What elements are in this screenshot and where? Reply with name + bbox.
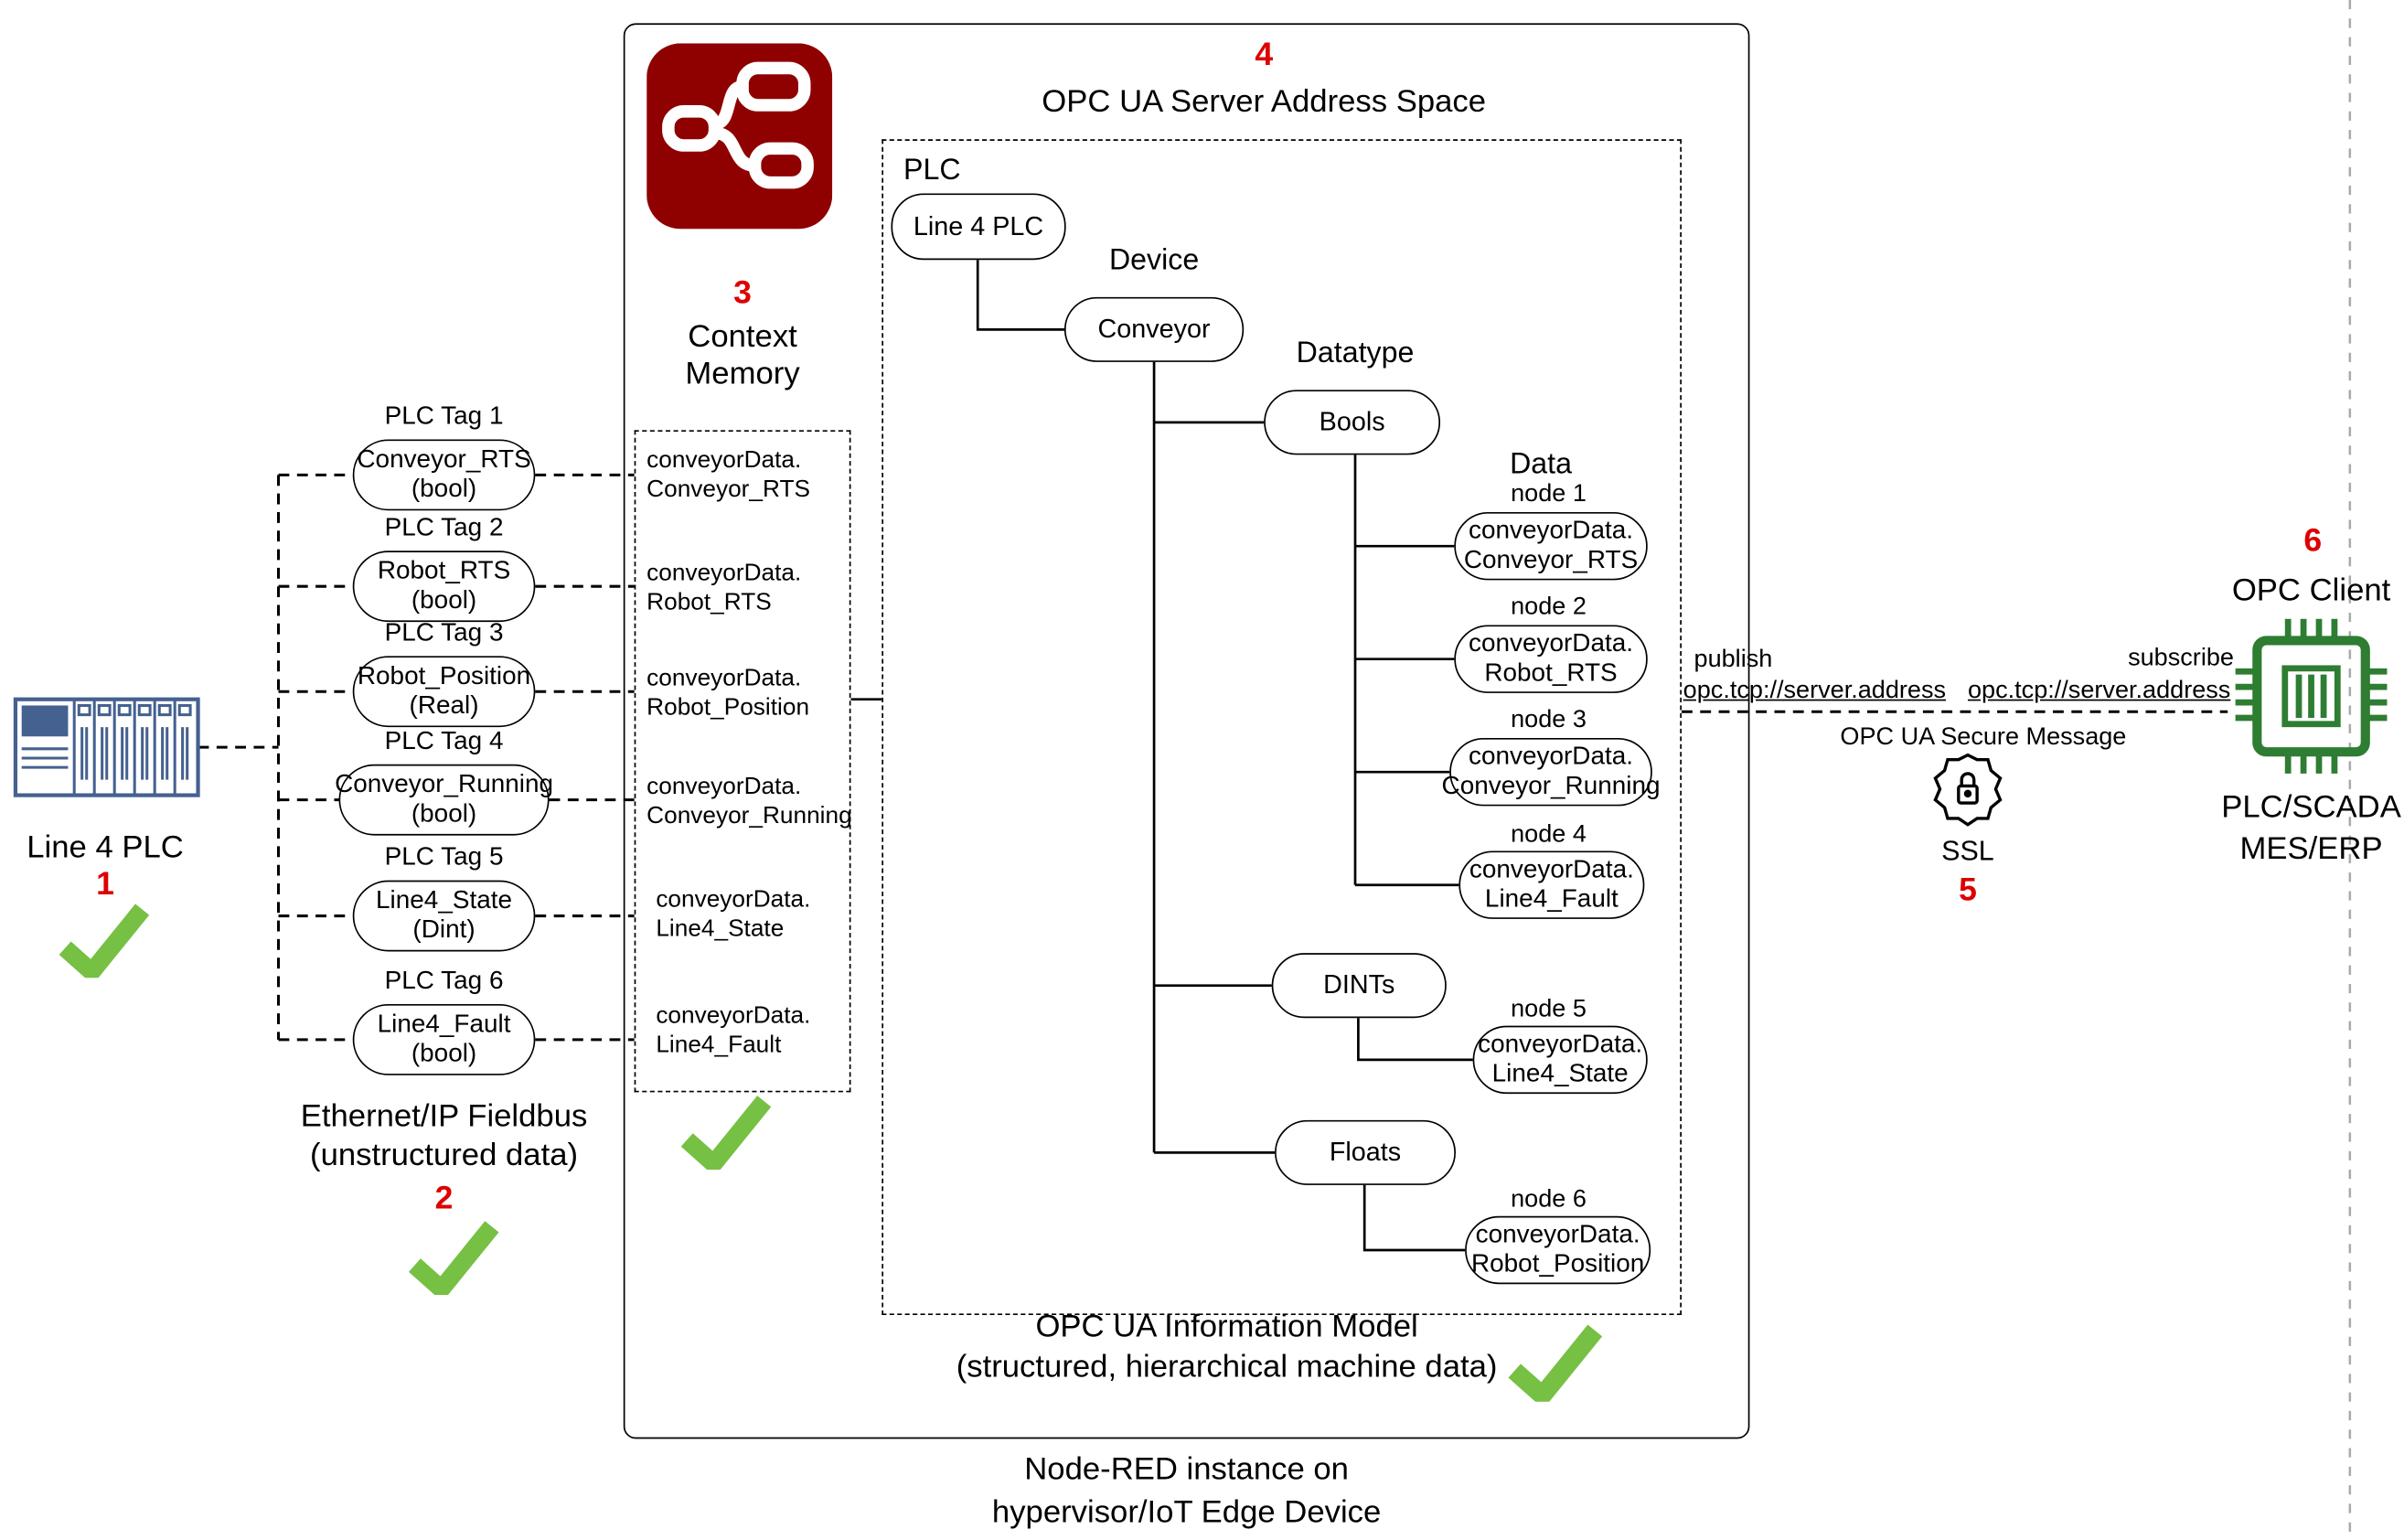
tag-type: (Real) — [409, 691, 479, 720]
publish-label: publish — [1693, 647, 1773, 673]
tag-type: (bool) — [411, 799, 477, 829]
ssl-badge-lock-icon — [1930, 752, 2004, 829]
context-item: conveyorData.Conveyor_RTS — [646, 446, 810, 503]
node-id-label: node 5 — [1511, 996, 1587, 1023]
plc-tag-node: Robot_Position (Real) — [352, 656, 536, 728]
tag-name: Conveyor_Running — [335, 770, 554, 798]
opc-client-title: OPC Client — [2231, 572, 2391, 608]
level-label-data: Data — [1510, 448, 1572, 482]
level-label-plc: PLC — [903, 155, 961, 187]
node-red-caption-line1: Node-RED instance on — [1024, 1450, 1349, 1487]
checkmark-icon — [678, 1096, 774, 1171]
plc-tag-title: PLC Tag 5 — [384, 843, 504, 872]
address-space-box — [881, 139, 1682, 1316]
plc-tag-node: Line4_State (Dint) — [352, 880, 536, 952]
subscribe-label: subscribe — [2128, 645, 2234, 672]
data-node: conveyorData.Conveyor_Running — [1442, 737, 1661, 807]
plc-tag-title: PLC Tag 3 — [384, 618, 504, 647]
tag-name: Line4_Fault — [377, 1010, 511, 1038]
tag-name: Conveyor_RTS — [357, 445, 531, 474]
context-memory-title-line1: Context — [688, 318, 797, 355]
tree-node-plc: Line 4 PLC — [891, 193, 1066, 261]
tag-type: (Dint) — [412, 915, 475, 944]
node-id-label: node 6 — [1511, 1186, 1587, 1214]
level-label-device: Device — [1108, 244, 1200, 277]
subscribe-url: opc.tcp://server.address — [1967, 678, 2231, 704]
context-memory-title-line2: Memory — [685, 356, 800, 392]
checkmark-icon — [56, 904, 152, 979]
info-model-caption-line2: (structured, hierarchical machine data) — [956, 1349, 1498, 1385]
node-red-logo-icon — [646, 43, 833, 230]
tag-type: (bool) — [411, 475, 477, 503]
info-model-caption-line1: OPC UA Information Model — [1035, 1309, 1418, 1345]
step-number-1: 1 — [96, 866, 114, 903]
context-item: conveyorData.Robot_Position — [646, 665, 810, 722]
node-red-instance-box — [623, 23, 1750, 1439]
step-number-2: 2 — [434, 1180, 454, 1216]
data-node: conveyorData.Robot_RTS — [1454, 625, 1648, 693]
node-red-caption-line2: hypervisor/IoT Edge Device — [991, 1494, 1382, 1531]
publish-url: opc.tcp://server.address — [1683, 678, 1947, 704]
ssl-label: SSL — [1941, 835, 1994, 867]
secure-message-label: OPC UA Secure Message — [1840, 723, 2127, 751]
plc-tag-node: Robot_RTS (bool) — [352, 551, 536, 623]
plc-tag-title: PLC Tag 6 — [384, 967, 504, 995]
plc-label: Line 4 PLC — [27, 829, 184, 865]
plc-tag-node: Conveyor_Running (bool) — [335, 764, 553, 836]
fieldbus-caption-line2: (unstructured data) — [310, 1137, 579, 1173]
plc-tag-node: Conveyor_RTS (bool) — [352, 439, 536, 511]
checkmark-icon — [1505, 1324, 1604, 1402]
tag-name: Robot_Position — [357, 661, 531, 690]
node-id-label: node 2 — [1511, 594, 1587, 621]
plc-tag-title: PLC Tag 1 — [384, 401, 504, 431]
context-memory-box: conveyorData.Conveyor_RTS conveyorData.R… — [634, 430, 852, 1093]
checkmark-icon — [405, 1221, 501, 1296]
context-item: conveyorData.Line4_Fault — [656, 1002, 811, 1059]
data-node: conveyorData.Line4_State — [1472, 1025, 1648, 1095]
tree-node-floats: Floats — [1275, 1119, 1456, 1185]
tree-node-dints: DINTs — [1271, 953, 1447, 1019]
context-item: conveyorData.Line4_State — [656, 886, 811, 943]
tree-node-conveyor: Conveyor — [1063, 296, 1245, 362]
fieldbus-caption-line1: Ethernet/IP Fieldbus — [300, 1098, 588, 1135]
plc-tag-node: Line4_Fault (bool) — [352, 1003, 536, 1075]
context-item: conveyorData.Robot_RTS — [646, 560, 802, 616]
step-number-6: 6 — [2303, 522, 2323, 559]
plc-tag-title: PLC Tag 2 — [384, 513, 504, 542]
plc-rack-icon — [13, 678, 201, 817]
tag-name: Robot_RTS — [377, 556, 511, 585]
level-label-datatype: Datatype — [1296, 337, 1415, 370]
node-id-label: node 1 — [1511, 481, 1587, 508]
tree-node-bools: Bools — [1264, 390, 1441, 455]
step-number-3: 3 — [733, 275, 752, 312]
data-node: conveyorData.Robot_Position — [1465, 1215, 1651, 1285]
node-id-label: node 3 — [1511, 707, 1587, 733]
tag-type: (bool) — [411, 586, 477, 615]
step-number-5: 5 — [1959, 872, 1977, 909]
client-caption-line2: MES/ERP — [2239, 830, 2383, 867]
step-number-4: 4 — [1255, 37, 1274, 73]
tag-type: (bool) — [411, 1039, 477, 1068]
address-space-title: OPC UA Server Address Space — [1042, 83, 1487, 120]
tag-name: Line4_State — [376, 886, 513, 914]
client-caption-line1: PLC/SCADA — [2221, 788, 2401, 825]
data-node: conveyorData.Conveyor_RTS — [1454, 511, 1648, 581]
node-id-label: node 4 — [1511, 821, 1587, 849]
microchip-icon — [2229, 615, 2393, 776]
context-item: conveyorData.Conveyor_Running — [646, 773, 852, 829]
plc-tag-title: PLC Tag 4 — [384, 727, 504, 755]
data-node: conveyorData.Line4_Fault — [1458, 850, 1645, 919]
